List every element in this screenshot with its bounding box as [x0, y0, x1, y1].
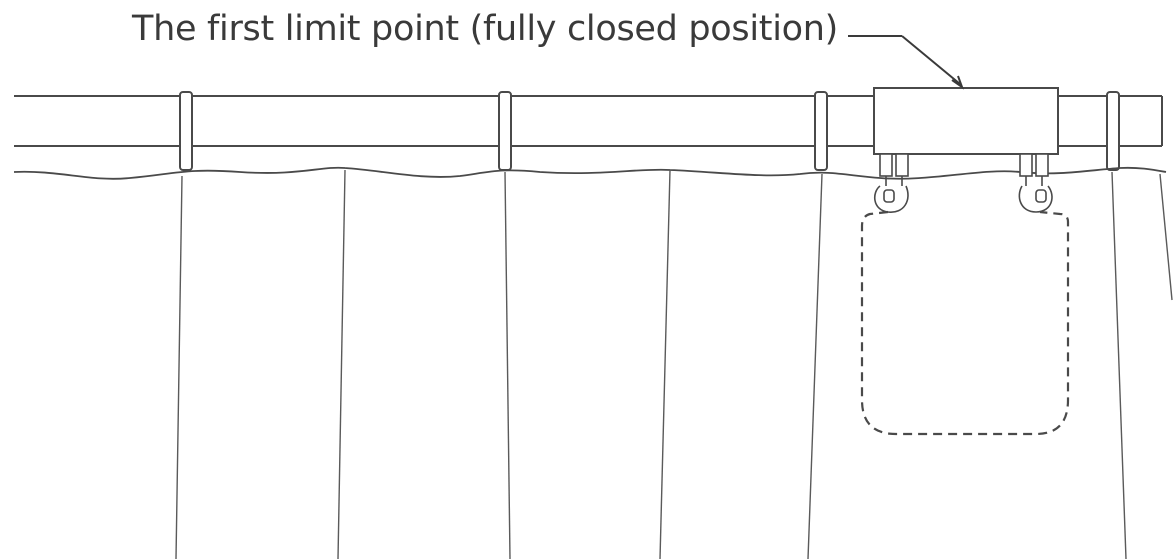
rail-ring	[1106, 91, 1120, 171]
motor-body	[873, 87, 1059, 155]
curtain-fabric	[175, 169, 1173, 559]
rail-rings	[179, 91, 1120, 171]
rail-ring	[179, 91, 193, 171]
motor-runners	[873, 153, 1053, 213]
rail-ring	[814, 91, 828, 171]
curtain-motor	[873, 87, 1059, 155]
curtain-panel-dashed	[860, 210, 1070, 436]
callout-leader	[848, 35, 965, 90]
rail-ring	[498, 91, 512, 171]
callout-label: The first limit point (fully closed posi…	[132, 9, 838, 49]
